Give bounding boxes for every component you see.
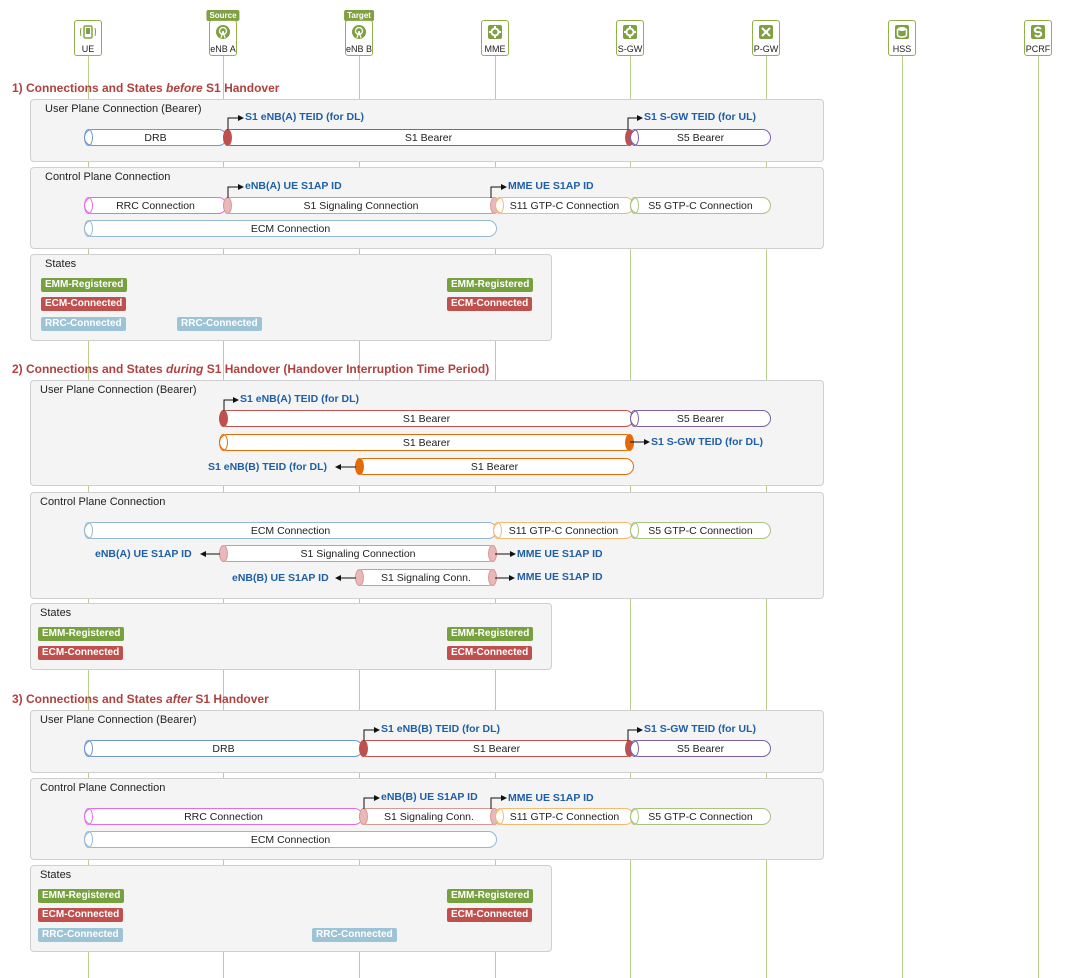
- s5-gtpc-pipe: S5 GTP-C Connection: [630, 808, 771, 825]
- ecm-pipe: ECM Connection: [84, 522, 497, 539]
- policy-icon: [1031, 25, 1045, 39]
- enb-s1ap-label: eNB(B) UE S1AP ID: [381, 791, 478, 803]
- section-3-title: 3) Connections and States after S1 Hando…: [12, 692, 269, 706]
- node-enb-b: eNB B: [345, 20, 373, 56]
- s5-bearer-pipe: S5 Bearer: [630, 129, 771, 146]
- enb-a-teid-label: S1 eNB(A) TEID (for DL): [240, 393, 359, 405]
- gear-icon: [488, 25, 502, 39]
- rrc-pipe: RRC Connection: [84, 197, 227, 214]
- box-title: User Plane Connection (Bearer): [40, 714, 197, 726]
- mme-s1ap-a-label: MME UE S1AP ID: [517, 548, 603, 560]
- box-title: Control Plane Connection: [40, 496, 166, 508]
- s1-signaling-b-pipe: S1 Signaling Conn.: [355, 569, 497, 586]
- s1-bearer-a-pipe: S1 Bearer: [219, 410, 634, 427]
- state-ecm-connected-mme: ECM-Connected: [447, 297, 533, 311]
- state-emm-registered-mme: EMM-Registered: [447, 889, 534, 903]
- sgw-teid-dl-label: S1 S-GW TEID (for DL): [651, 436, 763, 448]
- box-title: User Plane Connection (Bearer): [45, 103, 202, 115]
- enb-b-s1ap-label: eNB(B) UE S1AP ID: [232, 572, 329, 584]
- antenna-icon: [216, 25, 230, 39]
- node-label: eNB A: [210, 44, 236, 54]
- state-emm-registered-mme: EMM-Registered: [447, 278, 534, 292]
- state-emm-registered: EMM-Registered: [38, 627, 125, 641]
- enb-a-s1ap-label: eNB(A) UE S1AP ID: [95, 548, 192, 560]
- drb-pipe: DRB: [84, 740, 363, 757]
- state-rrc-connected-enb: RRC-Connected: [177, 317, 262, 331]
- state-ecm-connected-mme: ECM-Connected: [447, 908, 533, 922]
- node-label: S-GW: [617, 44, 643, 54]
- box-title: States: [40, 607, 72, 619]
- s5-gtpc-pipe: S5 GTP-C Connection: [630, 197, 771, 214]
- section-1-title: 1) Connections and States before S1 Hand…: [12, 81, 280, 95]
- router-icon: [759, 25, 773, 39]
- node-label: MME: [484, 44, 506, 54]
- enb-teid-label: S1 eNB(A) TEID (for DL): [245, 111, 364, 123]
- s1-signaling-pipe: S1 Signaling Conn.: [359, 808, 499, 825]
- ecm-pipe: ECM Connection: [84, 220, 497, 237]
- state-ecm-connected: ECM-Connected: [41, 297, 127, 311]
- rrc-pipe: RRC Connection: [84, 808, 363, 825]
- state-emm-registered: EMM-Registered: [38, 889, 125, 903]
- node-label: PCRF: [1025, 44, 1051, 54]
- sgw-teid-label: S1 S-GW TEID (for UL): [644, 111, 756, 123]
- section-2-title: 2) Connections and States during S1 Hand…: [12, 362, 490, 376]
- state-emm-registered-mme: EMM-Registered: [447, 627, 534, 641]
- state-rrc-connected-enb: RRC-Connected: [312, 928, 397, 942]
- node-pcrf: PCRF: [1024, 20, 1052, 56]
- database-icon: [895, 25, 909, 39]
- drb-pipe: DRB: [84, 129, 227, 146]
- ecm-pipe: ECM Connection: [84, 831, 497, 848]
- box-title: User Plane Connection (Bearer): [40, 384, 197, 396]
- enb-teid-label: S1 eNB(B) TEID (for DL): [381, 723, 500, 735]
- node-pgw: P-GW: [752, 20, 780, 56]
- sgw-teid-label: S1 S-GW TEID (for UL): [644, 723, 756, 735]
- s1-signaling-pipe: S1 Signaling Connection: [223, 197, 499, 214]
- node-mme: MME: [481, 20, 509, 56]
- node-label: HSS: [892, 44, 912, 54]
- s5-gtpc-pipe: S5 GTP-C Connection: [630, 522, 771, 539]
- node-label: UE: [81, 44, 95, 54]
- lifeline-hss: [902, 56, 903, 978]
- node-label: eNB B: [345, 44, 373, 54]
- state-emm-registered: EMM-Registered: [41, 278, 128, 292]
- node-enb-a: eNB A: [209, 20, 237, 56]
- source-tag: Source: [206, 10, 240, 21]
- s1-bearer-pipe: S1 Bearer: [359, 740, 634, 757]
- phone-icon: [80, 25, 96, 39]
- lifeline-pcrf: [1038, 56, 1039, 978]
- gear-icon: [623, 25, 637, 39]
- enb-s1ap-label: eNB(A) UE S1AP ID: [245, 180, 342, 192]
- state-ecm-connected-mme: ECM-Connected: [447, 646, 533, 660]
- state-rrc-connected: RRC-Connected: [38, 928, 123, 942]
- node-sgw: S-GW: [616, 20, 644, 56]
- state-ecm-connected: ECM-Connected: [38, 646, 124, 660]
- s1-bearer-forward-pipe: S1 Bearer: [219, 434, 634, 451]
- box-title: States: [45, 258, 77, 270]
- s1-bearer-b-pipe: S1 Bearer: [355, 458, 634, 475]
- antenna-icon: [352, 25, 366, 39]
- mme-s1ap-label: MME UE S1AP ID: [508, 792, 594, 804]
- box-title: Control Plane Connection: [40, 782, 166, 794]
- state-ecm-connected: ECM-Connected: [38, 908, 124, 922]
- node-hss: HSS: [888, 20, 916, 56]
- target-tag: Target: [344, 10, 374, 21]
- enb-b-teid-label: S1 eNB(B) TEID (for DL): [208, 461, 327, 473]
- s2-user-plane-box: User Plane Connection (Bearer): [30, 380, 824, 486]
- node-ue: UE: [74, 20, 102, 56]
- s5-bearer-pipe: S5 Bearer: [630, 740, 771, 757]
- mme-s1ap-label: MME UE S1AP ID: [508, 180, 594, 192]
- s1-bearer-pipe: S1 Bearer: [223, 129, 634, 146]
- s11-gtpc-pipe: S11 GTP-C Connection: [495, 197, 634, 214]
- box-title: Control Plane Connection: [45, 171, 171, 183]
- s5-bearer-pipe: S5 Bearer: [630, 410, 771, 427]
- s11-gtpc-pipe: S11 GTP-C Connection: [495, 808, 634, 825]
- box-title: States: [40, 869, 72, 881]
- s11-gtpc-pipe: S11 GTP-C Connection: [493, 522, 634, 539]
- s1-signaling-a-pipe: S1 Signaling Connection: [219, 545, 497, 562]
- state-rrc-connected: RRC-Connected: [41, 317, 126, 331]
- node-label: P-GW: [753, 44, 779, 54]
- mme-s1ap-b-label: MME UE S1AP ID: [517, 571, 603, 583]
